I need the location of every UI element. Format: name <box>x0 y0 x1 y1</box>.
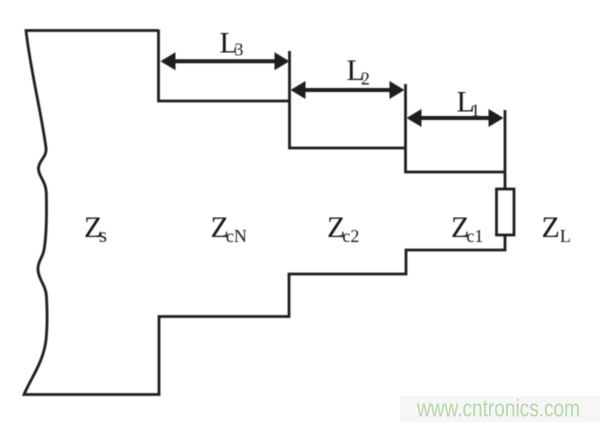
svg-text:L1: L1 <box>457 86 480 121</box>
svg-text:ZcN: ZcN <box>211 211 247 246</box>
svg-text:L2: L2 <box>347 54 370 89</box>
svg-text:Zc2: Zc2 <box>327 211 359 246</box>
svg-text:www.cntronics.com: www.cntronics.com <box>416 396 580 423</box>
svg-text:Zs: Zs <box>84 211 107 247</box>
svg-text:L3: L3 <box>220 27 244 60</box>
svg-text:Zc1: Zc1 <box>451 211 483 246</box>
svg-text:ZL: ZL <box>542 211 571 246</box>
